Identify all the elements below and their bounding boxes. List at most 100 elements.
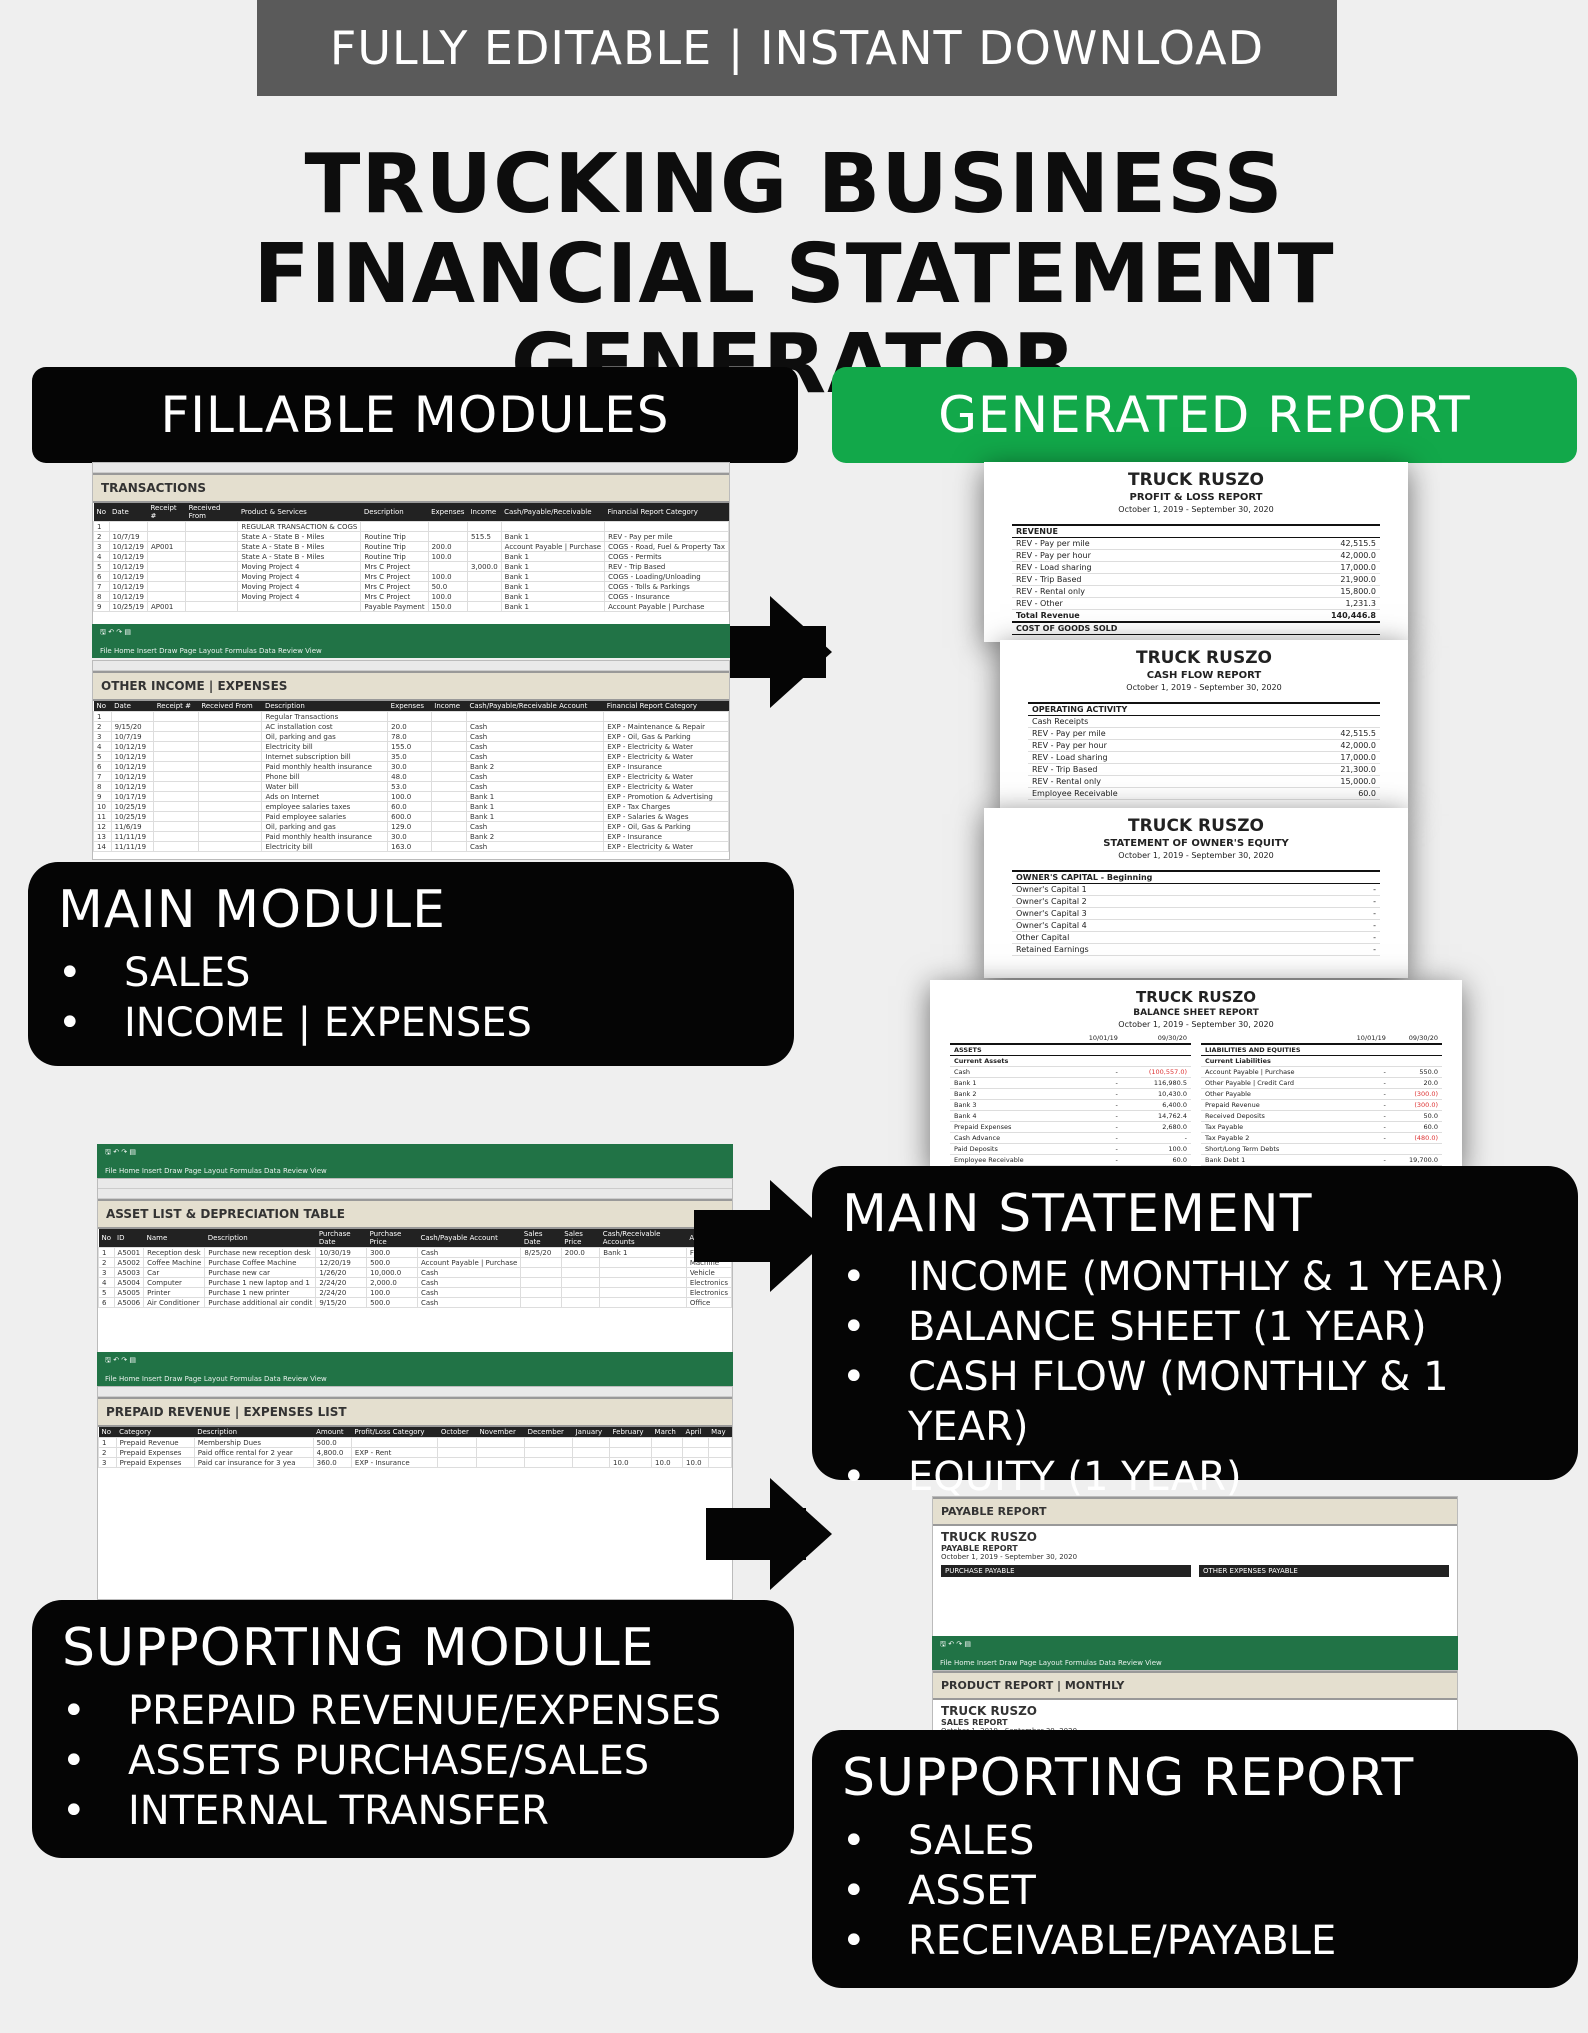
table-cell	[153, 821, 199, 832]
table-cell	[437, 1457, 477, 1468]
table-cell: Paid employee salaries	[261, 811, 389, 822]
table-cell: 50.0	[427, 581, 468, 592]
column-header: Income	[431, 701, 467, 712]
cash-flow-report: TRUCK RUSZO CASH FLOW REPORT October 1, …	[1000, 640, 1408, 810]
table-cell	[430, 741, 467, 752]
table-cell	[185, 581, 239, 592]
report-row: Short/Long Term Debts	[1201, 1143, 1442, 1155]
table-cell	[146, 531, 187, 542]
table-cell: 100.0	[427, 571, 468, 582]
table-cell: 3	[98, 1457, 117, 1468]
table-cell: State A - State B - Miles	[237, 541, 362, 552]
table-cell: EXP - Oil, Gas & Parking	[603, 821, 729, 832]
column-header: February	[609, 1427, 652, 1438]
table-cell: Bank 1	[500, 531, 606, 542]
table-cell: Ads on Internet	[261, 791, 389, 802]
table-cell: EXP - Electricity & Water	[603, 741, 729, 752]
column-header: April	[682, 1427, 709, 1438]
table-cell	[682, 1437, 709, 1448]
column-header: Date	[111, 701, 154, 712]
report-row: Received Deposits-50.0	[1201, 1110, 1442, 1122]
payable-band: PAYABLE REPORT	[933, 1497, 1457, 1526]
table-cell: Electronics	[685, 1277, 732, 1288]
table-cell	[475, 1437, 526, 1448]
table-cell: 30.0	[387, 761, 432, 772]
table-cell	[599, 1287, 687, 1298]
table-cell: 500.0	[312, 1437, 352, 1448]
table-cell	[197, 801, 263, 812]
column-header: Expenses	[428, 503, 468, 522]
table-cell: AC installation cost	[261, 721, 389, 732]
column-header: Receipt #	[147, 503, 186, 522]
list-item: •RECEIVABLE/PAYABLE	[842, 1918, 1337, 1964]
table-cell	[560, 1297, 601, 1308]
table-cell	[185, 541, 239, 552]
table-cell: COGS - Road, Fuel & Property Tax	[604, 541, 729, 552]
table-cell: Reception desk	[143, 1247, 206, 1258]
column-header: Amount	[313, 1427, 352, 1438]
report-title: SALES REPORT	[941, 1718, 1008, 1727]
column-header: Purchase Price	[366, 1229, 418, 1248]
table-cell: 3	[93, 731, 112, 742]
table-cell	[524, 1437, 574, 1448]
column-header: Cash/Payable Account	[417, 1229, 521, 1248]
table-cell: EXP - Electricity & Water	[603, 771, 729, 782]
table-cell	[572, 1457, 611, 1468]
table-cell: 2	[93, 721, 112, 732]
table-cell	[153, 811, 199, 822]
table-cell: 5	[98, 1287, 115, 1298]
table-cell: 6	[93, 571, 110, 582]
list-item: •EQUITY (1 YEAR)	[842, 1454, 1242, 1500]
column-header: Date	[109, 503, 148, 522]
report-row: Owner's Capital 3-	[1012, 907, 1380, 920]
table-cell	[197, 811, 263, 822]
table-cell: EXP - Promotion & Advertising	[603, 791, 729, 802]
column-header: November	[476, 1427, 525, 1438]
table-cell: Purchase new car	[204, 1267, 317, 1278]
main-module-list: •SALES •INCOME | EXPENSES	[58, 948, 764, 1048]
table-cell	[430, 781, 467, 792]
table-cell: 10/12/19	[108, 581, 148, 592]
table-cell	[560, 1277, 601, 1288]
table-cell: 11/6/19	[110, 821, 155, 832]
company-name: TRUCK RUSZO	[1136, 648, 1272, 668]
table-cell	[146, 571, 187, 582]
table-cell: EXP - Oil, Gas & Parking	[603, 731, 729, 742]
column-header: Profit/Loss Category	[351, 1427, 438, 1438]
table-cell	[153, 781, 199, 792]
column-header: Description	[204, 1229, 316, 1248]
table-cell: 3,000.0	[466, 561, 502, 572]
column-header: Name	[143, 1229, 205, 1248]
column-header: No	[93, 503, 110, 522]
table-cell: 78.0	[387, 731, 432, 742]
table-cell: 4	[93, 741, 112, 752]
table-cell: 10/25/19	[110, 801, 155, 812]
table-cell: 200.0	[427, 541, 468, 552]
excel-ribbon: 🖫 ↶ ↷ ▤File Home Insert Draw Page Layout…	[97, 1144, 733, 1178]
table-cell: Vehicle	[685, 1267, 732, 1278]
table-cell	[146, 581, 187, 592]
column-header: Received From	[185, 503, 238, 522]
table-cell	[437, 1447, 477, 1458]
table-cell: Routine Trip	[360, 531, 429, 542]
table-cell	[430, 761, 467, 772]
section-row: OPERATING ACTIVITY	[1028, 702, 1380, 716]
table-cell: 9	[93, 601, 110, 612]
table-cell	[430, 821, 467, 832]
table-cell: COGS - Permits	[604, 551, 729, 562]
column-header: Sales Date	[520, 1229, 562, 1248]
table-cell: 7	[93, 581, 110, 592]
table-cell: AP001	[146, 541, 187, 552]
table-cell: 2	[98, 1447, 117, 1458]
table-cell: Moving Project 4	[237, 561, 362, 572]
table-cell	[153, 721, 199, 732]
